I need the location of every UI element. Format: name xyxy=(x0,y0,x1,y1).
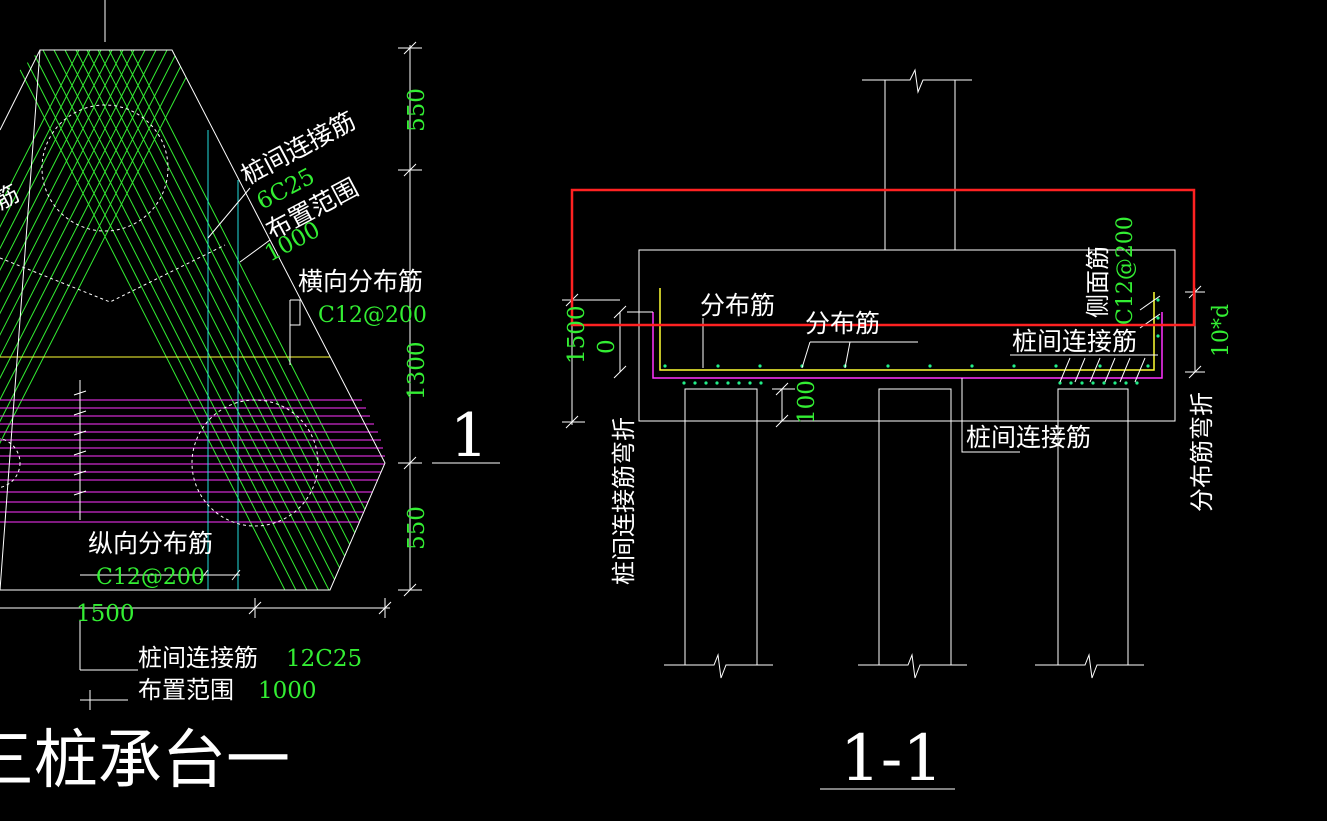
section-mark: 1 xyxy=(450,401,488,471)
pile-circle-left xyxy=(0,438,21,488)
pile-circle-right xyxy=(191,399,319,527)
plan-dimension-bottom xyxy=(0,598,392,618)
section-leaders xyxy=(627,295,1161,453)
section-column xyxy=(862,68,972,250)
label-side-rebar: 侧面筋 xyxy=(1084,246,1112,318)
label-link-bottom: 桩间连接筋 xyxy=(966,423,1091,452)
section-title: 1-1 xyxy=(840,722,943,796)
section-magenta-rebar xyxy=(652,312,1163,379)
label-transverse-spec: C12@200 xyxy=(318,303,427,328)
plan-dashed-lines xyxy=(0,244,226,303)
dim-mid: 1300 xyxy=(404,341,430,400)
dim-top: 550 xyxy=(404,88,430,132)
section-cap-outline xyxy=(638,249,1176,422)
plan-leaders xyxy=(79,187,301,710)
section-view: 分布筋 分布筋 桩间连接筋 桩间连接筋 侧面筋 C12@200 10*d 分布筋… xyxy=(562,68,1234,796)
plan-green-rebar xyxy=(0,50,385,590)
label-left-vertical: 桩间连接筋弯折 xyxy=(610,417,638,585)
label-longitudinal-dist: 纵向分布筋 xyxy=(88,529,213,558)
dim-bottom: 550 xyxy=(404,506,430,550)
plan-title: 三桩承台一 xyxy=(0,724,290,798)
pile-circle-top xyxy=(41,104,169,232)
label-dist-2: 分布筋 xyxy=(805,309,880,338)
highlight-box[interactable] xyxy=(570,188,1196,327)
section-dimensions xyxy=(562,285,1205,429)
section-rebar-dots xyxy=(663,298,1160,385)
label-left-cut: 筋 xyxy=(0,179,24,215)
plan-dimension-right xyxy=(398,41,422,597)
plan-cyan-lines xyxy=(207,130,239,590)
label-bottom-link-spec: 12C25 xyxy=(286,646,362,672)
label-link-right: 桩间连接筋 xyxy=(1012,327,1137,356)
label-bottom-range: 布置范围 xyxy=(138,676,234,704)
label-right-vertical: 分布筋弯折 xyxy=(1188,392,1216,512)
plan-cap-outline xyxy=(0,49,386,591)
label-bottom-range-value: 1000 xyxy=(258,678,317,704)
label-bend-length: 10*d xyxy=(1209,304,1234,357)
section-yellow-rebar xyxy=(659,288,1155,371)
label-transverse-dist: 横向分布筋 xyxy=(298,267,423,296)
label-dist-1: 分布筋 xyxy=(700,291,775,320)
label-longitudinal-spec: C12@200 xyxy=(96,565,205,590)
plan-pile-circles xyxy=(0,104,319,527)
label-side-spec: C12@200 xyxy=(1113,216,1138,325)
plan-view: 筋 桩间连接筋 6C25 布置范围 1000 横向分布筋 C12@200 纵向分… xyxy=(0,0,500,798)
label-bottom-link: 桩间连接筋 xyxy=(138,644,258,672)
section-piles xyxy=(664,388,1144,679)
dim-cover: 100 xyxy=(794,380,820,424)
dim-width: 1500 xyxy=(76,601,135,627)
dim-height: 1500 xyxy=(564,305,590,364)
plan-magenta-rebar xyxy=(0,399,385,523)
dim-height-zero: 0 xyxy=(594,339,620,354)
